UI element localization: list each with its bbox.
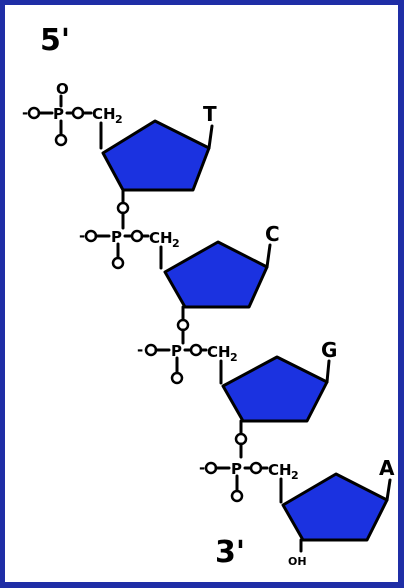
phosphate-1-bottom-oxygen: [54, 133, 68, 147]
phosphate-4-charge: -: [199, 459, 205, 477]
phosphate-1-top-oxygen: O: [56, 80, 69, 98]
sugar-1-ch: CH: [92, 105, 116, 123]
sugar-ring-2: [163, 240, 269, 309]
sugar-4-ch-sub: 2: [291, 469, 299, 482]
phosphate-1-p: P: [53, 105, 64, 123]
phosphate-3-charge: -: [137, 341, 143, 359]
hydroxyl-3-prime: OH: [288, 555, 307, 568]
base-label-2: C: [265, 222, 280, 246]
phosphate-1-charge: -: [22, 104, 28, 122]
phosphate-2-bottom-oxygen: [111, 256, 125, 270]
sugar-2-ch: CH: [149, 229, 173, 247]
base-label-3: G: [321, 338, 337, 362]
sugar-1-ch-sub: 2: [115, 113, 123, 126]
sugar-ring-1: [101, 119, 211, 192]
five-prime-label: 5': [40, 23, 70, 58]
three-prime-label: 3': [215, 535, 245, 570]
phosphate-2-charge: -: [79, 227, 85, 245]
phosphate-3-p: P: [171, 342, 182, 360]
phosphate-3-bottom-oxygen: [170, 371, 184, 385]
base-label-4: A: [379, 456, 395, 480]
phosphate-4-p: P: [231, 460, 242, 478]
sugar-2-ch-sub: 2: [172, 237, 180, 250]
sugar-3-ch-sub: 2: [230, 351, 238, 364]
nucleotide-2: - P CH 2 C: [79, 222, 280, 345]
sugar-ring-3: [221, 355, 329, 423]
nucleotide-3: - P CH 2 G: [137, 338, 337, 459]
base-label-1: T: [203, 102, 217, 126]
sugar-3-ch: CH: [207, 343, 231, 361]
sugar-4-ch: CH: [268, 461, 292, 479]
sugar-ring-4: [281, 472, 389, 542]
nucleotide-1: - P O CH 2 T: [22, 80, 217, 230]
dna-strand-diagram: 5' 3' - P O CH 2 T: [22, 23, 395, 570]
phosphate-4-bottom-oxygen: [230, 489, 244, 503]
phosphate-2-p: P: [111, 228, 122, 246]
nucleotide-4: - P CH 2 A OH: [199, 456, 395, 568]
